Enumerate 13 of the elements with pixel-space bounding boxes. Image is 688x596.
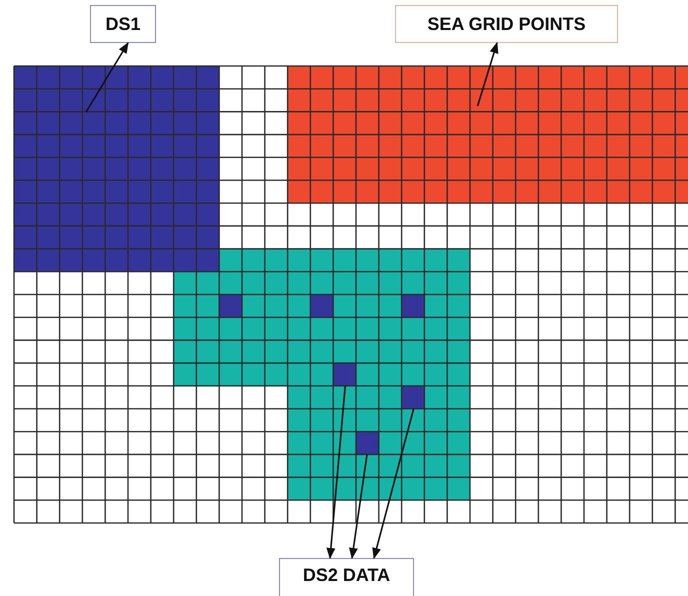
leader-line — [326, 386, 346, 560]
leader-line — [476, 42, 498, 106]
label-box — [90, 5, 156, 43]
label-text: SEA GRID POINTS — [427, 14, 586, 34]
label-text: DS2 DATA — [302, 565, 390, 586]
leader-line — [372, 408, 414, 560]
label-box — [395, 5, 618, 43]
leader-line — [85, 42, 129, 112]
leader-line — [349, 454, 368, 560]
grid-region — [333, 363, 356, 386]
label-box — [279, 558, 414, 596]
label-text: DS1 — [105, 14, 140, 34]
grid-region — [402, 386, 424, 409]
